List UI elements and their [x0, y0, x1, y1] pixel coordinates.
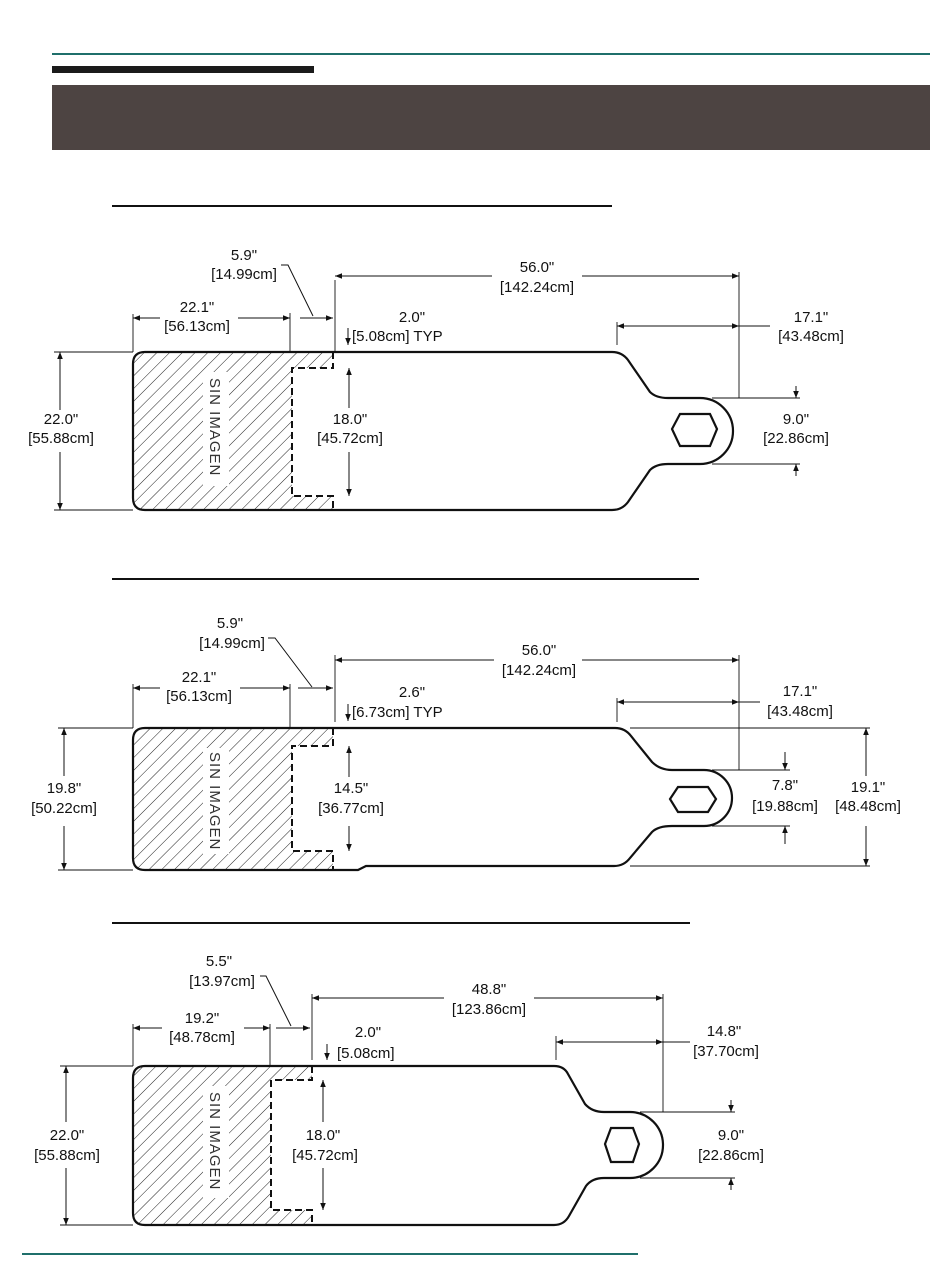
diagram-2-no-image-label: SIN IMAGEN	[206, 752, 223, 850]
diagram-1-overall-width-cm: [55.88cm]	[28, 430, 94, 447]
diagram-3-handle-slot	[603, 1126, 641, 1164]
diagram-1-no-image-label: SIN IMAGEN	[206, 378, 223, 476]
section-2-rule	[112, 578, 699, 580]
diagram-3-overall-width-cm: [55.88cm]	[34, 1147, 100, 1164]
diagram-3-handle-width-cm: [22.86cm]	[698, 1147, 764, 1164]
diagram-3-handle-width-in: 9.0"	[718, 1127, 744, 1144]
diagram-3-handle-length-in: 14.8"	[707, 1023, 742, 1040]
diagram-1-cutout-width-cm: [45.72cm]	[317, 430, 383, 447]
diagram-1-handle-length-in: 17.1"	[794, 309, 829, 326]
diagram-2-cutout-dashed	[291, 728, 334, 870]
diagram-1-outline	[131, 350, 735, 512]
diagram-3-notch-depth-in: 5.5"	[206, 953, 232, 970]
diagram-1-overall-length-in: 56.0"	[520, 259, 555, 276]
diagram-1-handle-width-cm: [22.86cm]	[763, 430, 829, 447]
diagram-2: SIN IMAGEN 56.0" [142.24cm] 5.9" [14.99c…	[31, 615, 901, 872]
diagram-2-overall-length-in: 56.0"	[522, 642, 557, 659]
diagram-1-inset-in: 2.0"	[399, 309, 425, 326]
diagram-2-notch-depth-cm: [14.99cm]	[199, 635, 265, 652]
diagram-1-handle-length-cm: [43.48cm]	[778, 328, 844, 345]
diagram-2-inset-in: 2.6"	[399, 684, 425, 701]
diagram-3-inset-cm: [5.08cm]	[337, 1045, 395, 1062]
diagram-2-hatched-base	[133, 728, 333, 870]
diagram-1-notch-depth-in: 5.9"	[231, 247, 257, 264]
diagram-2-handle-width-in: 7.8"	[772, 777, 798, 794]
header-title-band	[52, 85, 930, 150]
diagram-2-outline	[131, 726, 734, 872]
header-accent-bar	[52, 66, 314, 73]
diagram-2-handle-slot	[668, 785, 718, 814]
diagram-2-tail-width-cm: [48.48cm]	[835, 798, 901, 815]
diagram-2-handle-length-in: 17.1"	[783, 683, 818, 700]
footer-rule	[22, 1253, 638, 1255]
diagram-3-overall-length-cm: [123.86cm]	[452, 1001, 526, 1018]
diagram-2-handle-length-cm: [43.48cm]	[767, 703, 833, 720]
header-top-rule	[52, 53, 930, 55]
diagram-2-handle-width-cm: [19.88cm]	[752, 798, 818, 815]
diagram-3-notch-depth-cm: [13.97cm]	[189, 973, 255, 990]
diagram-2-tail-width-in: 19.1"	[851, 779, 886, 796]
diagram-3-overall-width-in: 22.0"	[50, 1127, 85, 1144]
diagram-3-cutout-width-cm: [45.72cm]	[292, 1147, 358, 1164]
diagram-1-handle-slot	[670, 412, 719, 448]
diagram-1-handle-width-in: 9.0"	[783, 411, 809, 428]
diagram-2-cutout-width-in: 14.5"	[334, 780, 369, 797]
diagram-3-outline	[131, 1064, 665, 1227]
diagram-3-cutout-width-in: 18.0"	[306, 1127, 341, 1144]
diagram-1-base-length-cm: [56.13cm]	[164, 318, 230, 335]
diagram-3: SIN IMAGEN 48.8" [123.86cm] 5.5" [13.97c…	[34, 953, 764, 1227]
diagram-3-handle-length-cm: [37.70cm]	[693, 1043, 759, 1060]
diagram-2-overall-length-cm: [142.24cm]	[502, 662, 576, 679]
diagram-1-hatched-base	[133, 352, 333, 510]
diagram-2-base-length-cm: [56.13cm]	[166, 688, 232, 705]
diagram-1: SIN IMAGEN 56.0" [142.24cm] 5.9" [14.99c…	[28, 247, 844, 512]
diagram-2-base-length-in: 22.1"	[182, 669, 217, 686]
diagram-1-notch-depth-cm: [14.99cm]	[211, 266, 277, 283]
section-3-rule	[112, 922, 690, 924]
diagram-2-cutout-width-cm: [36.77cm]	[318, 800, 384, 817]
diagram-1-overall-width-in: 22.0"	[44, 411, 79, 428]
diagram-3-inset-in: 2.0"	[355, 1024, 381, 1041]
section-1-rule	[112, 205, 612, 207]
diagram-1-cutout-dashed	[291, 352, 334, 510]
diagram-2-overall-width-cm: [50.22cm]	[31, 800, 97, 817]
diagram-2-notch-depth-in: 5.9"	[217, 615, 243, 632]
diagram-3-cutout-dashed	[270, 1066, 313, 1225]
diagram-2-overall-width-in: 19.8"	[47, 780, 82, 797]
diagram-1-cutout-width-in: 18.0"	[333, 411, 368, 428]
diagram-2-inset-cm: [6.73cm] TYP	[352, 704, 443, 721]
diagram-1-base-length-in: 22.1"	[180, 299, 215, 316]
diagram-3-base-length-in: 19.2"	[185, 1010, 220, 1027]
diagram-3-overall-length-in: 48.8"	[472, 981, 507, 998]
diagram-1-inset-cm: [5.08cm] TYP	[352, 328, 443, 345]
diagram-3-base-length-cm: [48.78cm]	[169, 1029, 235, 1046]
diagram-3-no-image-label: SIN IMAGEN	[206, 1092, 223, 1190]
diagram-1-overall-length-cm: [142.24cm]	[500, 279, 574, 296]
